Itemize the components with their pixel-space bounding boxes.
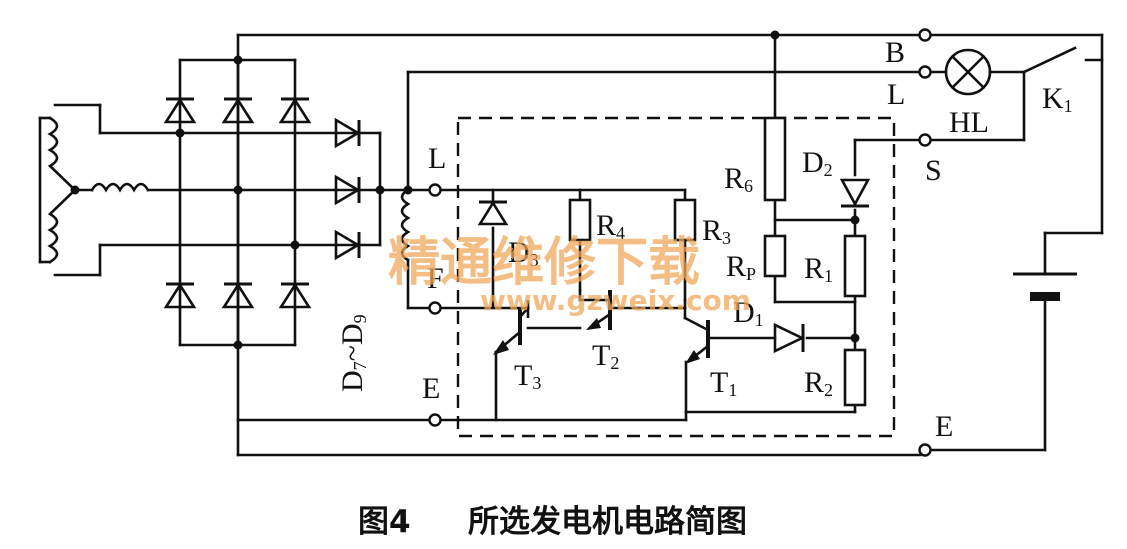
switch-k1 — [929, 46, 1104, 142]
bridge-rectifier — [163, 55, 312, 350]
resistor-r3 — [673, 198, 697, 242]
transistor-t2 — [578, 288, 687, 330]
stator-winding — [38, 103, 382, 277]
diode-d2 — [839, 178, 871, 208]
label-d3: D3 — [508, 236, 539, 270]
label-e-left: E — [422, 372, 440, 405]
label-t3: T3 — [514, 359, 541, 393]
figure-number: 图4 — [358, 504, 411, 540]
diode-d3 — [477, 200, 509, 226]
resistor-rp — [763, 234, 787, 278]
label-b: B — [885, 36, 905, 69]
transistor-t3 — [493, 300, 582, 422]
label-l-left: L — [428, 142, 446, 175]
figure-caption: 所选发电机电路简图 — [468, 504, 747, 540]
label-e-right: E — [935, 410, 953, 443]
label-d1: D1 — [733, 296, 764, 330]
resistor-r2 — [843, 348, 867, 407]
label-l-right: L — [887, 78, 905, 111]
label-k1: K1 — [1042, 82, 1073, 116]
label-hl: HL — [949, 106, 989, 139]
watermark-cn: 精通维修下载 — [388, 233, 700, 293]
label-r1: R1 — [804, 252, 833, 286]
label-d2: D2 — [802, 146, 833, 180]
watermark-url: www.gzweix.com — [480, 284, 751, 317]
regulator-wiring — [439, 30, 922, 422]
battery — [1013, 272, 1077, 301]
label-s: S — [925, 154, 942, 187]
label-t1: T1 — [710, 366, 737, 400]
transistor-t1 — [683, 298, 710, 414]
label-r6: R6 — [724, 162, 753, 196]
terminals — [428, 28, 932, 457]
field-diodes-d7-d9 — [334, 117, 430, 261]
label-r4: R4 — [596, 209, 625, 243]
resistor-r4 — [568, 198, 592, 242]
resistor-r1 — [843, 234, 867, 298]
diode-d1 — [773, 322, 805, 354]
label-t2: T2 — [592, 339, 619, 373]
label-r2: R2 — [804, 366, 833, 400]
label-r3: R3 — [702, 214, 731, 248]
field-winding — [400, 188, 430, 310]
label-f: F — [427, 262, 444, 295]
label-rp: RP — [726, 250, 756, 284]
label-d7-d9: D7~D9 — [336, 314, 370, 392]
lamp-hl — [929, 48, 1026, 96]
resistor-r6 — [763, 116, 787, 202]
regulator-box — [456, 116, 896, 438]
